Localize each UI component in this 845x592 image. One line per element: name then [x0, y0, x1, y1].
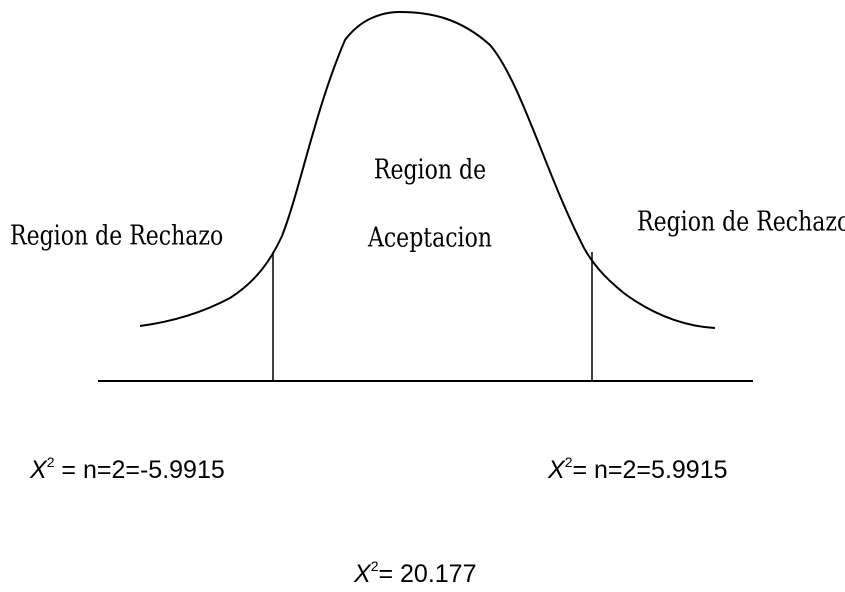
- acceptance-label-line2: Aceptacion: [367, 222, 493, 254]
- chi-variable: X: [354, 560, 371, 588]
- left-critical-value: X2 = n=2=-5.9915: [30, 455, 225, 485]
- chi-variable: X: [30, 456, 47, 484]
- chi-exponent: 2: [46, 453, 55, 470]
- acceptance-label-line1: Region de: [373, 154, 487, 186]
- bottom-value-text: = 20.177: [378, 560, 477, 588]
- chi-exponent: 2: [564, 453, 573, 470]
- chi-exponent: 2: [370, 557, 379, 574]
- right-rejection-label: Region de Rechazo: [637, 206, 845, 238]
- right-critical-value: X2= n=2=5.9915: [548, 455, 728, 485]
- left-rejection-label: Region de Rechazo: [10, 220, 224, 252]
- chi-variable: X: [548, 456, 565, 484]
- test-statistic-value: X2= 20.177: [354, 559, 477, 589]
- left-value-text: = n=2=-5.9915: [54, 456, 225, 484]
- distribution-curve: [139, 10, 716, 329]
- right-value-text: = n=2=5.9915: [572, 456, 728, 484]
